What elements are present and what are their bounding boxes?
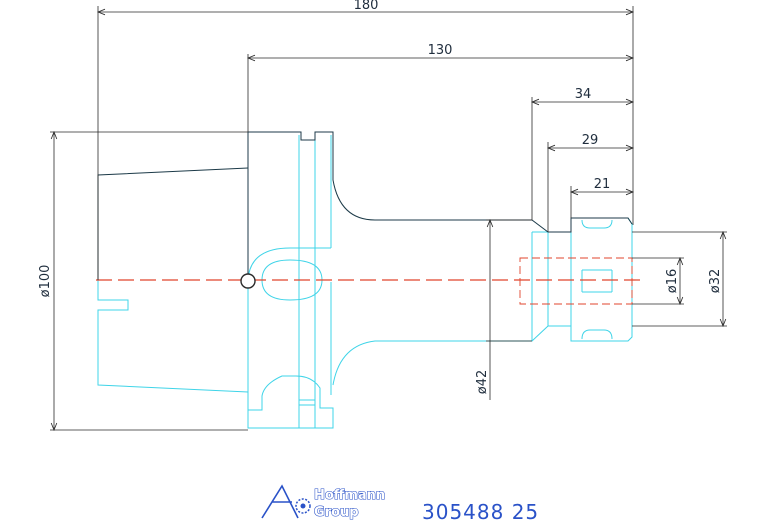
dim-length-29: 29	[582, 133, 599, 148]
logo-gear-hub-icon	[300, 503, 306, 509]
logo-mark-icon	[261, 484, 299, 519]
bore-outline	[519, 257, 633, 305]
extension-lines	[50, 6, 727, 431]
logo-gear-icon	[295, 498, 311, 514]
dim-neck-diameter: ø42	[475, 370, 490, 395]
dimension-lines	[54, 12, 723, 430]
dim-length-34: 34	[575, 87, 592, 102]
dim-nose-diameter: ø32	[708, 269, 723, 294]
hoffmann-group-logo: Hoffmann Group	[261, 484, 386, 521]
tool-holder-outline	[97, 135, 633, 429]
dim-length-21: 21	[594, 177, 611, 192]
dim-gauge-length: 130	[428, 43, 453, 58]
dim-overall-length: 180	[354, 0, 379, 13]
logo-line1: Hoffmann	[314, 488, 385, 503]
dim-bore-diameter: ø16	[665, 269, 680, 294]
gauge-point	[240, 273, 256, 289]
part-number: 305488 25	[422, 500, 539, 523]
dim-flange-diameter: ø100	[38, 265, 53, 298]
logo-line2: Group	[314, 505, 359, 520]
